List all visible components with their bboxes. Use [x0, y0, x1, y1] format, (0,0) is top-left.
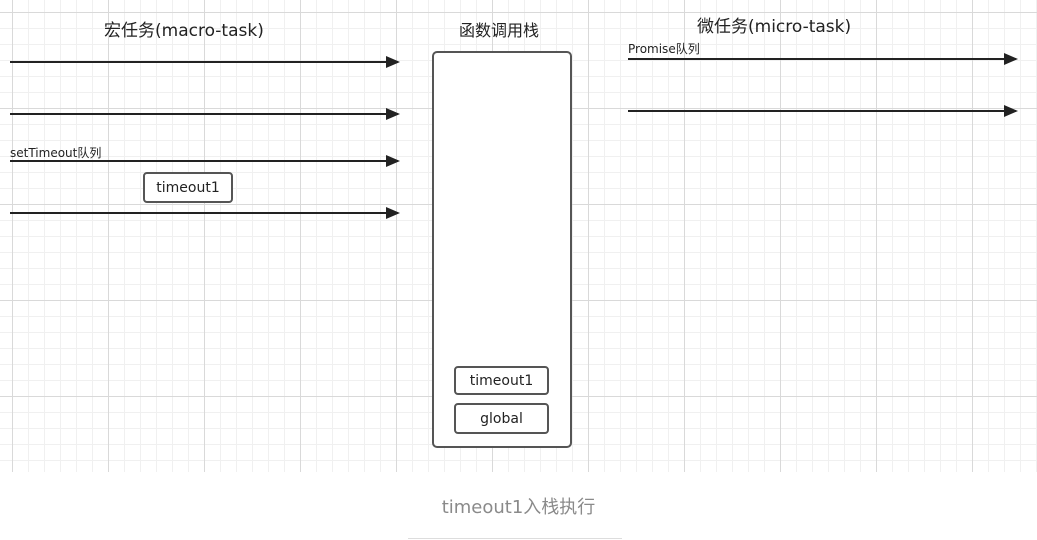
promise-queue-label: Promise队列 [628, 42, 700, 56]
promise-queue-arrow [628, 53, 1018, 65]
figure-caption: timeout1入栈执行 [441, 497, 596, 518]
queued-timeout-task: timeout1 [143, 172, 233, 203]
micro-task-title: 微任务(micro-task) [697, 17, 852, 37]
settimeout-queue-arrow [10, 155, 400, 167]
macro-queue-arrow [10, 56, 400, 68]
stack-frame-timeout1: timeout1 [454, 366, 549, 395]
settimeout-queue-label: setTimeout队列 [10, 146, 102, 160]
caption-divider [408, 538, 622, 539]
stack-frame-global: global [454, 403, 549, 434]
call-stack-title: 函数调用栈 [459, 21, 540, 40]
macro-task-title: 宏任务(macro-task) [104, 21, 264, 41]
macro-queue-arrow [10, 207, 400, 219]
diagram-canvas: 宏任务(macro-task) 函数调用栈 微任务(micro-task) se… [0, 0, 1037, 472]
micro-queue-arrow [628, 105, 1018, 117]
macro-queue-arrow [10, 108, 400, 120]
